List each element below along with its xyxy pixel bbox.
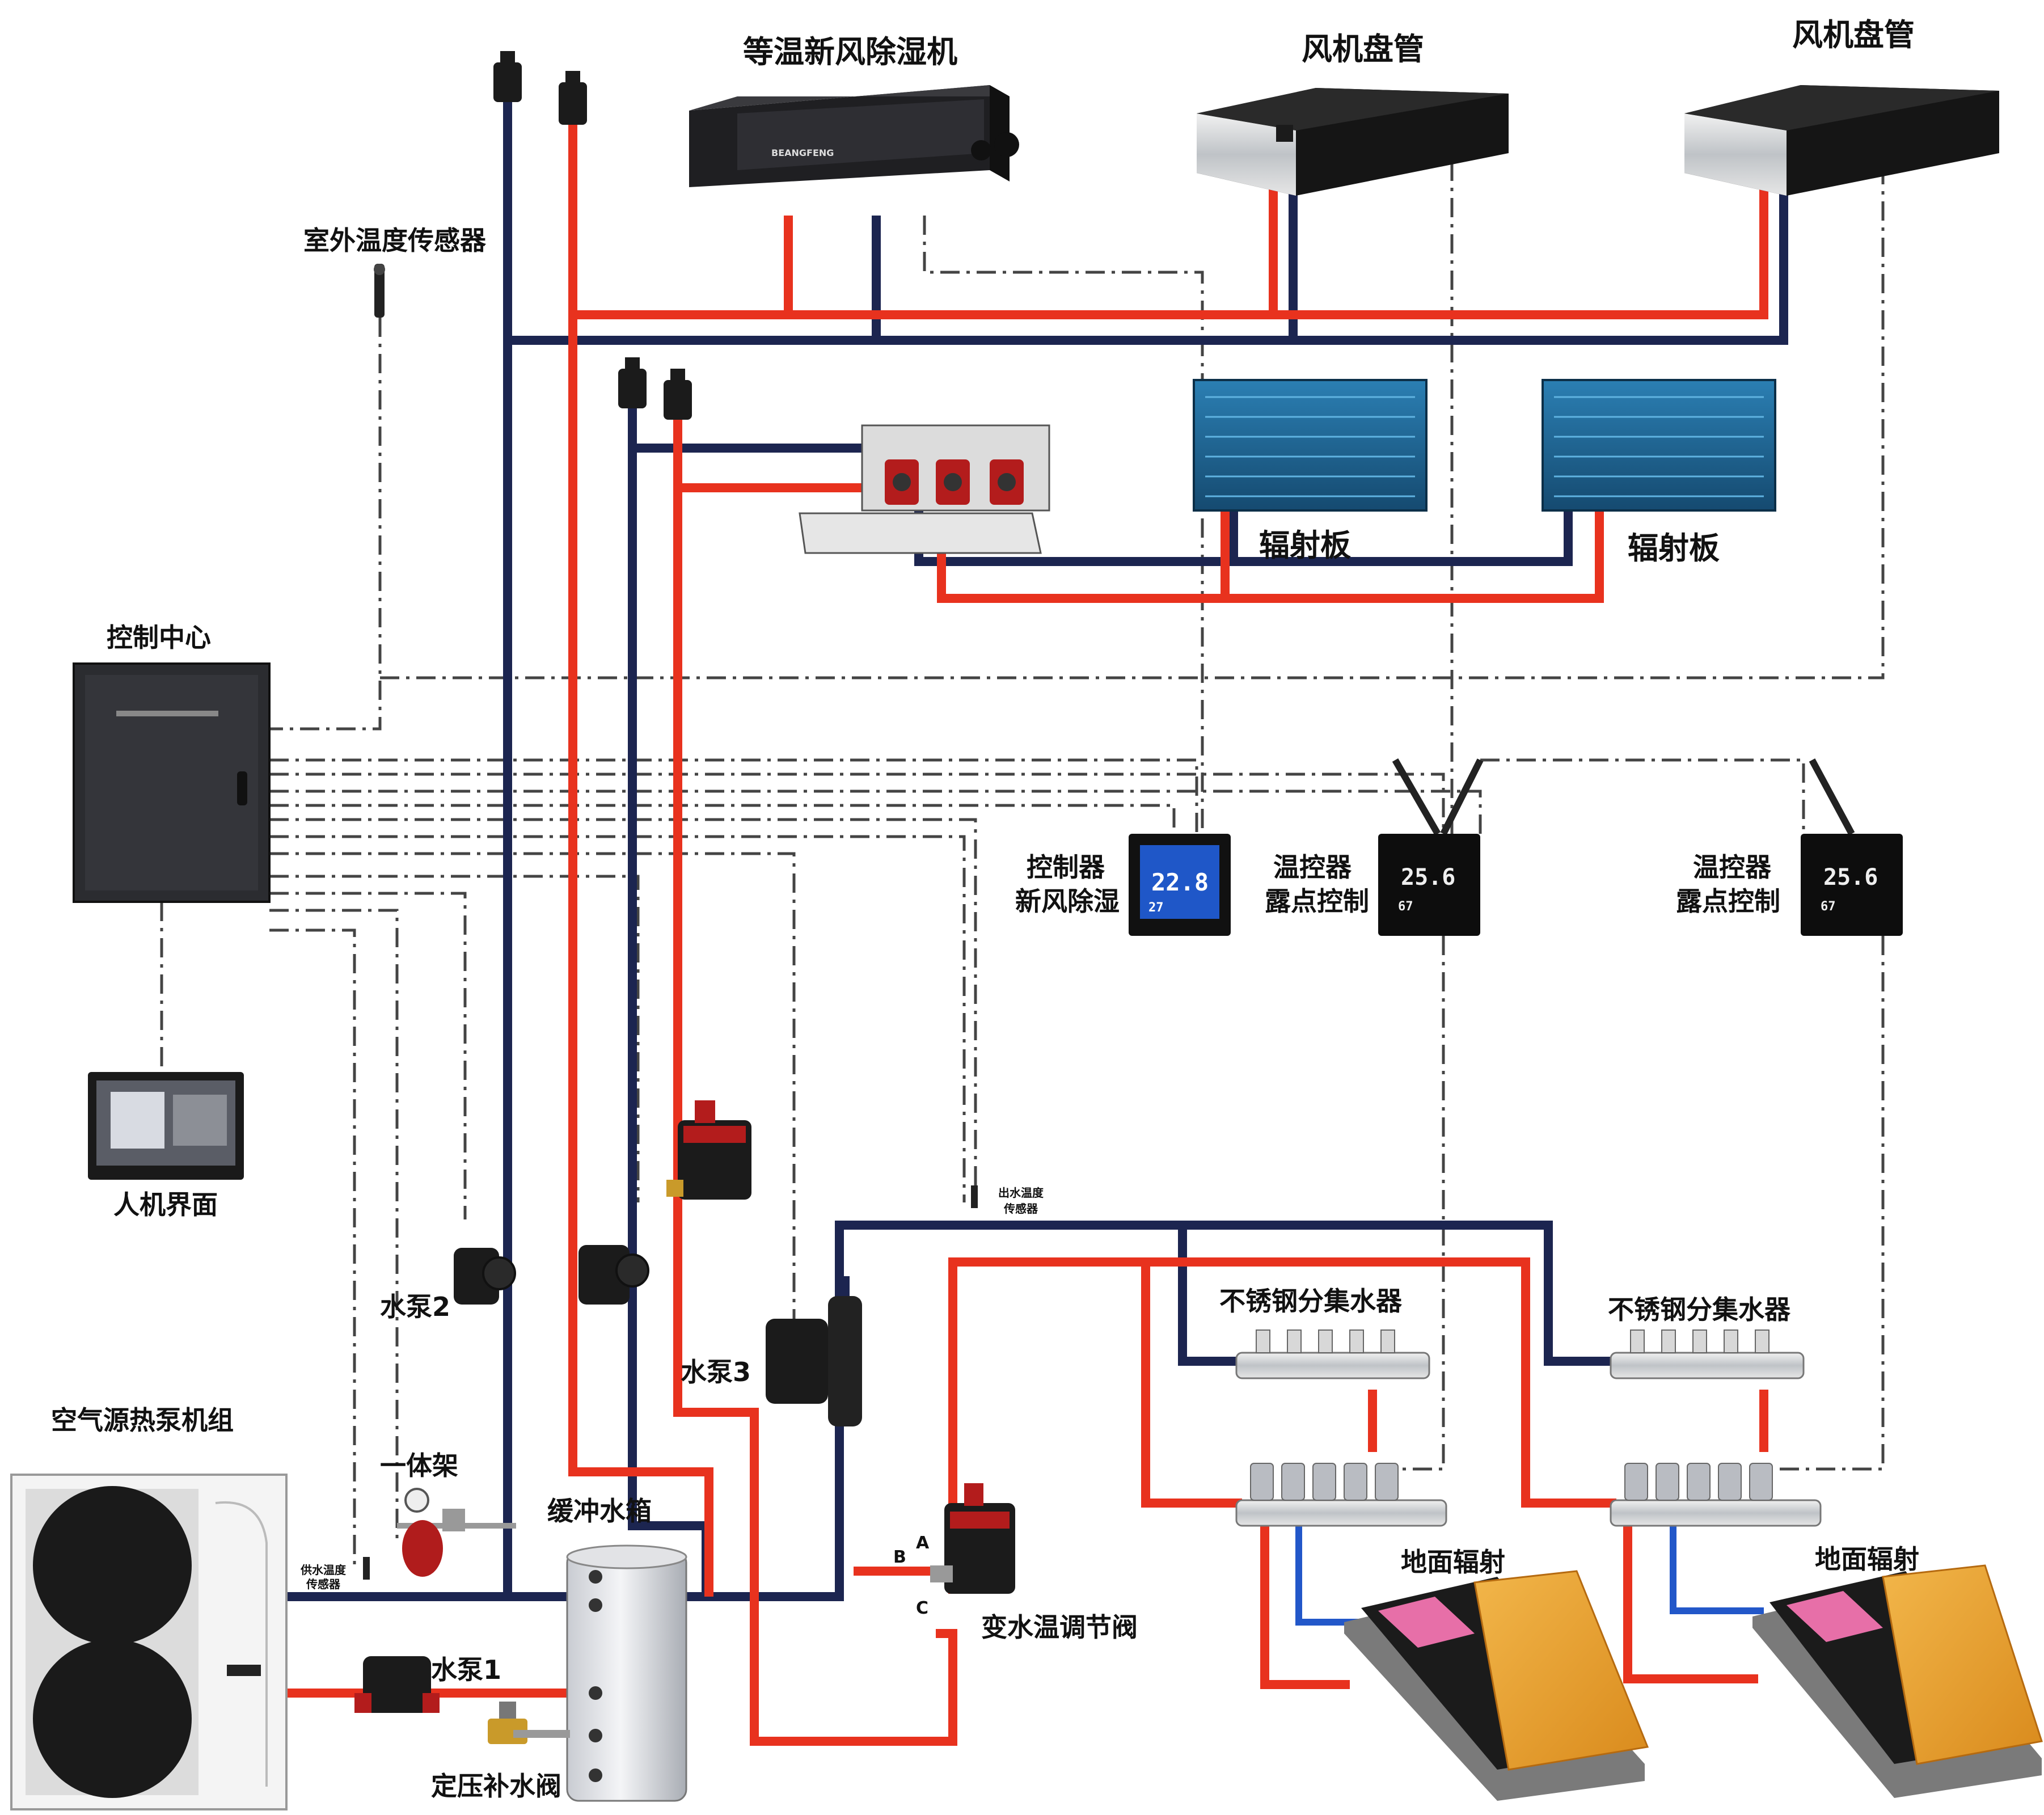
valve-port-c: C <box>916 1598 928 1618</box>
pump1-label: 水泵1 <box>431 1654 501 1685</box>
radiant-panel-1 <box>1193 379 1428 512</box>
fan-coil-label-2: 风机盘管 <box>1792 17 1915 53</box>
fan-coil-label-1: 风机盘管 <box>1302 31 1424 67</box>
radiant-panel-label-1: 辐射板 <box>1259 527 1351 563</box>
outlet-temp-sensor <box>971 1185 978 1208</box>
floor-radiant-1 <box>1344 1570 1649 1801</box>
pump-radiant <box>578 1245 649 1305</box>
outlet-temp-sensor-line2: 传感器 <box>1003 1202 1038 1215</box>
air-source-heat-pump <box>10 1474 288 1810</box>
thermostat1-temp: 25.6 <box>1401 864 1455 890</box>
thermostat2-temp: 25.6 <box>1823 864 1878 890</box>
thermostat2-label-line1: 温控器 <box>1693 852 1772 883</box>
manifold-label-2: 不锈钢分集水器 <box>1608 1294 1791 1325</box>
pump-3 <box>766 1296 862 1426</box>
thermostat2-sub: 67 <box>1821 900 1836 914</box>
outdoor-sensor <box>374 264 385 318</box>
pressure-valve <box>488 1702 570 1744</box>
return-pipes <box>286 96 1788 1601</box>
thermostat-1: 25.6 67 <box>1378 834 1480 936</box>
valve-port-a: A <box>916 1533 930 1553</box>
dehumidifier-label: 等温新风除湿机 <box>743 34 957 70</box>
floor-radiant-2 <box>1752 1564 2043 1798</box>
dehumidifier-unit: BEANGFENG <box>689 85 1019 187</box>
radiant-panel-label-2: 辐射板 <box>1628 530 1720 566</box>
controller-sub: 27 <box>1148 901 1164 915</box>
thermostat2-label-line2: 露点控制 <box>1676 886 1780 917</box>
mixing-valve-label: 变水温调节阀 <box>981 1612 1138 1643</box>
return-temp-sensor-line2: 传感器 <box>306 1577 341 1591</box>
thermostat1-label-line1: 温控器 <box>1273 852 1352 883</box>
thermostat1-label-line2: 露点控制 <box>1265 886 1369 917</box>
buffer-tank <box>566 1544 687 1802</box>
return-temp-sensor-line1: 供水温度 <box>300 1563 347 1577</box>
radiant-panel-2 <box>1542 379 1776 512</box>
return-temp-sensor <box>363 1557 370 1580</box>
pressure-valve-label: 定压补水阀 <box>431 1771 561 1801</box>
pump-2 <box>454 1248 516 1305</box>
valve-port-b: B <box>893 1547 906 1567</box>
controller-label-line1: 控制器 <box>1027 852 1105 883</box>
outdoor-sensor-label: 室外温度传感器 <box>303 225 487 256</box>
control-center-label: 控制中心 <box>107 622 211 653</box>
thermostat-2: 25.6 67 <box>1801 834 1903 936</box>
pump-1 <box>354 1656 440 1713</box>
controller-temp: 22.8 <box>1151 868 1209 896</box>
hmi-label: 人机界面 <box>113 1189 218 1220</box>
outlet-temp-sensor-line1: 出水温度 <box>998 1186 1044 1200</box>
radiant-mixing-station <box>799 424 1050 554</box>
controller-label-line2: 新风除湿 <box>1015 886 1120 917</box>
supply-pipes <box>286 119 1768 1746</box>
integrated-rack-label: 一体架 <box>380 1450 458 1481</box>
buffer-tank-label: 缓冲水箱 <box>547 1496 652 1526</box>
manifold-2 <box>1610 1329 1822 1527</box>
floor-label-1: 地面辐射 <box>1401 1547 1505 1577</box>
dehumidifier-brand: BEANGFENG <box>771 147 834 158</box>
pump3-label: 水泵3 <box>681 1357 751 1387</box>
riser-valves <box>493 51 692 420</box>
hmi-screen <box>88 1072 244 1180</box>
controller-dehumidify: 22.8 27 <box>1129 834 1231 936</box>
thermostat-wires <box>1392 758 1855 835</box>
pump2-label: 水泵2 <box>380 1291 450 1322</box>
pump-circulation-red <box>666 1100 751 1200</box>
fan-coil-unit-2 <box>1684 85 1999 196</box>
integrated-rack <box>397 1488 516 1577</box>
thermostat1-sub: 67 <box>1398 900 1413 914</box>
fan-coil-unit-1 <box>1197 88 1509 196</box>
heat-pump-label: 空气源热泵机组 <box>51 1405 234 1436</box>
mixing-valve <box>930 1483 1015 1594</box>
control-center-cabinet <box>73 662 271 903</box>
manifold-1 <box>1235 1329 1447 1527</box>
floor-label-2: 地面辐射 <box>1815 1544 1919 1575</box>
manifold-label-1: 不锈钢分集水器 <box>1219 1286 1403 1316</box>
